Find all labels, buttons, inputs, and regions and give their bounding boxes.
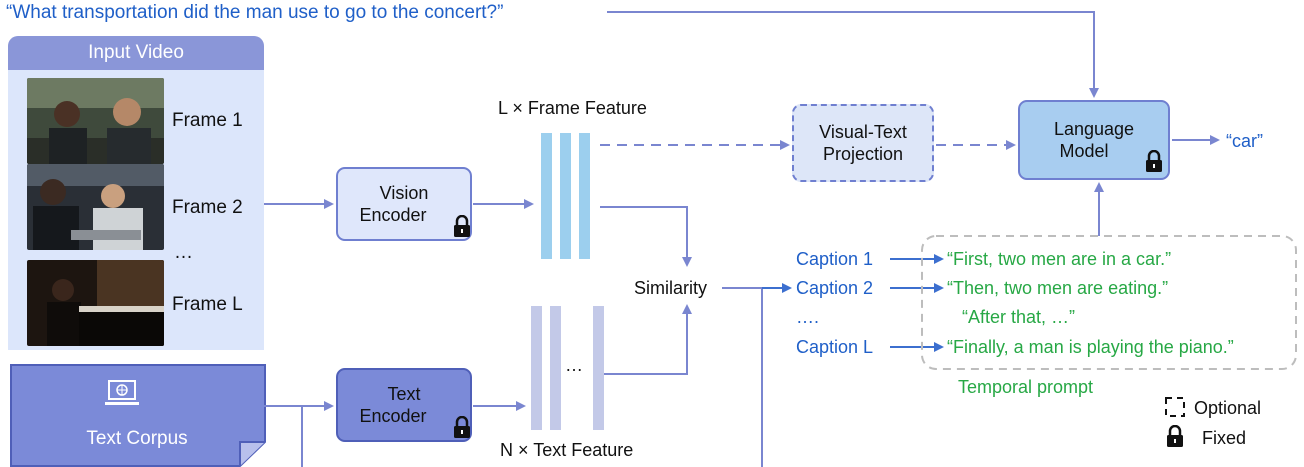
frame-2-label: Frame 2	[172, 197, 243, 218]
text-feature-bar-3	[593, 306, 604, 430]
caption-ellipsis: ….	[796, 307, 820, 327]
vision-encoder-line2: Encoder	[359, 205, 427, 225]
video-frame-2	[27, 164, 164, 250]
text-lock-icon	[454, 416, 470, 438]
caption-1: Caption 1	[796, 249, 874, 269]
video-frame-L	[27, 260, 164, 346]
projection-line1: Visual-Text	[819, 121, 907, 142]
text-corpus-shape	[10, 364, 266, 467]
text-feature-bar-1	[531, 306, 542, 430]
input-video-title: Input Video	[8, 36, 264, 70]
frame-feature-bar-2	[560, 133, 571, 259]
temporal-sentence-1: “First, two men are in a car.”	[947, 249, 1172, 269]
frame-1-label: Frame 1	[172, 110, 243, 131]
frame-feature-bar-1	[541, 133, 552, 259]
lm-lock-icon	[1146, 150, 1162, 172]
text-feature-label: N × Text Feature	[500, 440, 634, 460]
caption-2: Caption 2	[796, 278, 874, 298]
question-text: “What transportation did the man use to …	[6, 2, 504, 23]
answer-text: “car”	[1226, 131, 1263, 151]
video-frame-1	[27, 78, 164, 164]
legend-fixed-label: Fixed	[1202, 428, 1247, 448]
frame-ellipsis: …	[174, 242, 193, 263]
frame-feature-bar-3	[579, 133, 590, 259]
temporal-sentence-2: “Then, two men are eating.”	[947, 278, 1169, 298]
frame-feature-bars	[541, 133, 590, 259]
visual-text-projection-box: Visual-Text Projection	[792, 104, 934, 182]
vision-lock-icon	[454, 215, 470, 237]
text-encoder-line1: Text	[387, 383, 421, 404]
temporal-sentence-3: “After that, …”	[962, 307, 1076, 327]
temporal-prompt-label: Temporal prompt	[958, 377, 1094, 397]
language-model-line2: Model	[1059, 141, 1109, 161]
language-model-box: Language Model	[1018, 100, 1170, 180]
legend-optional-icon	[1165, 397, 1185, 417]
legend-fixed-lock-icon	[1167, 425, 1183, 447]
text-corpus-label: Text Corpus	[86, 428, 188, 449]
text-feature-ellipsis: …	[565, 355, 583, 375]
text-encoder-line2: Encoder	[359, 406, 427, 426]
vision-encoder-box: Vision Encoder	[336, 167, 472, 241]
text-feature-bar-2	[550, 306, 561, 430]
frame-L-label: Frame L	[172, 294, 243, 315]
text-encoder-box: Text Encoder	[336, 368, 472, 442]
similarity-label: Similarity	[634, 278, 708, 298]
frame-feature-label: L × Frame Feature	[498, 98, 647, 118]
legend-optional-label: Optional	[1194, 398, 1262, 418]
text-feature-bars	[531, 306, 604, 430]
caption-L: Caption L	[796, 337, 874, 357]
laptop-icon	[105, 380, 139, 405]
text-feature-to-similarity-arrow	[600, 304, 692, 375]
frame-feature-to-similarity-arrow	[600, 206, 692, 267]
temporal-prompt-box	[921, 235, 1297, 370]
question-to-lm-arrow	[607, 11, 1099, 98]
temporal-sentence-4: “Finally, a man is playing the piano.”	[947, 337, 1234, 357]
vision-encoder-line1: Vision	[379, 182, 429, 203]
language-model-line1: Language	[1053, 118, 1135, 139]
projection-line2: Projection	[822, 144, 904, 164]
